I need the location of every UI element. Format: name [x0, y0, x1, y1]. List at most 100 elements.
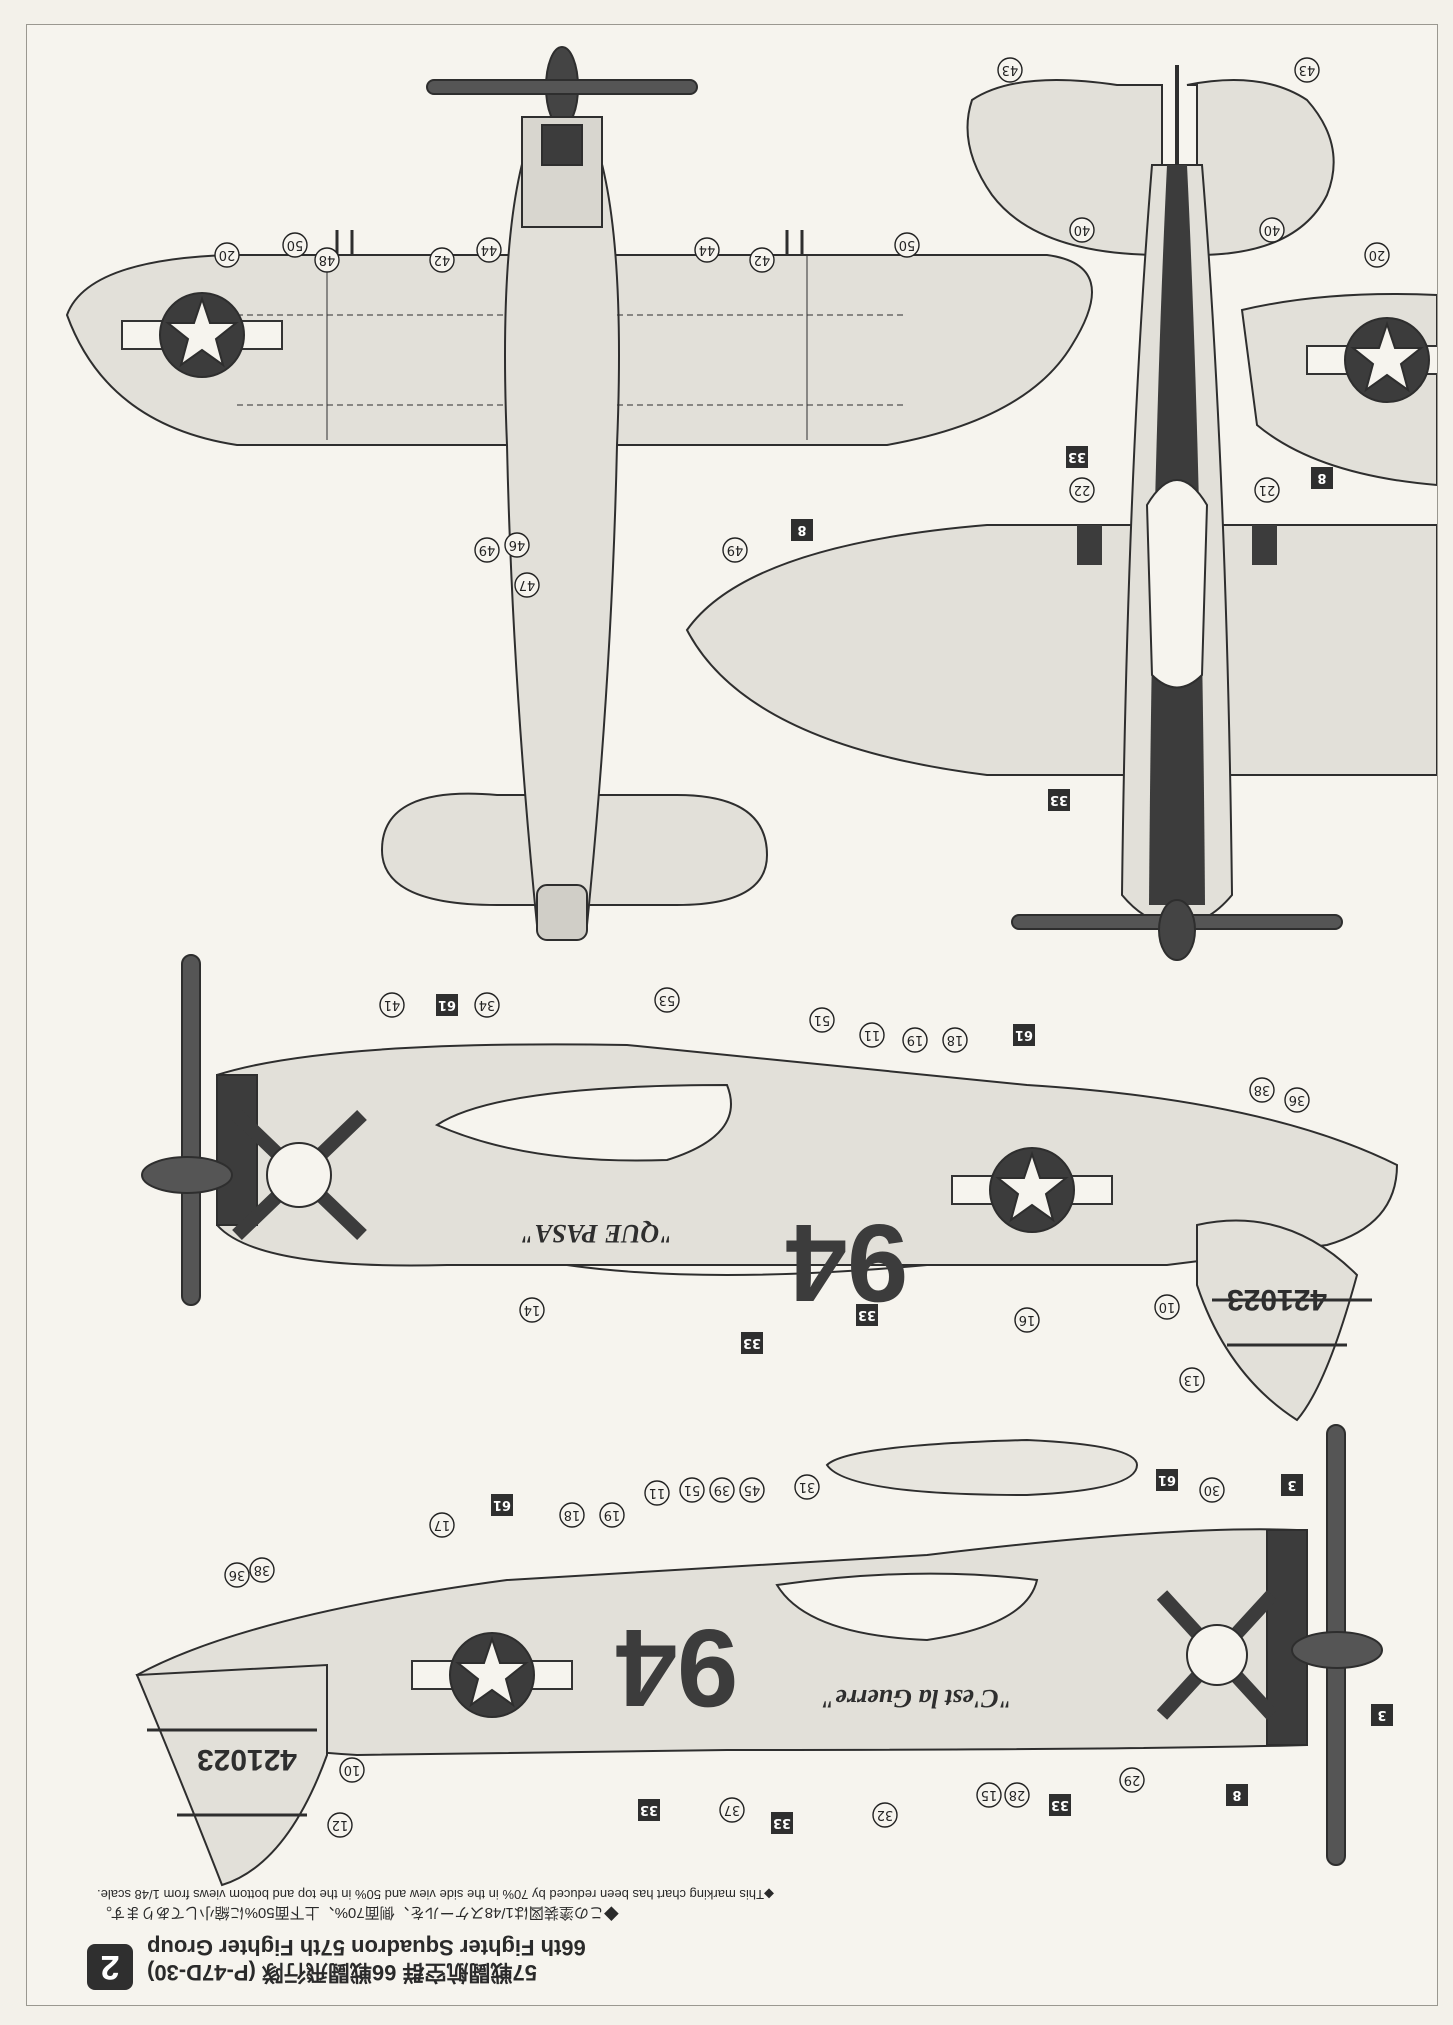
callout-43: 43 — [997, 57, 1023, 83]
callout-22: 22 — [1069, 477, 1095, 503]
callout-12: 12 — [327, 1812, 353, 1838]
scale-note-japanese: ◆この塗装図は1/48スケールを、側面70%、上下面50%に縮小してあります。 — [97, 1904, 619, 1921]
callout-42: 42 — [429, 247, 455, 273]
callout-3: 3 — [1371, 1704, 1393, 1726]
svg-text:49: 49 — [727, 542, 744, 557]
callout-41: 41 — [379, 992, 405, 1018]
title-japanese: 57戦闘航空群 66戦闘飛行隊 (P-47D-30) — [147, 1960, 537, 1985]
svg-text:51: 51 — [814, 1012, 831, 1027]
svg-text:30: 30 — [1204, 1482, 1221, 1497]
callout-18: 18 — [942, 1027, 968, 1053]
svg-text:20: 20 — [219, 247, 236, 262]
callout-40: 40 — [1069, 217, 1095, 243]
callout-61: 61 — [1156, 1469, 1178, 1491]
callout-10: 10 — [1154, 1294, 1180, 1320]
starboard-side-view — [135, 1424, 1383, 1887]
callout-8: 8 — [1311, 467, 1333, 489]
svg-text:21: 21 — [1259, 482, 1276, 497]
plate-number: 2 — [87, 1944, 133, 1990]
svg-text:61: 61 — [1015, 1027, 1033, 1042]
callout-61: 61 — [491, 1494, 513, 1516]
svg-text:14: 14 — [524, 1302, 541, 1317]
title-english: 66th Fighter Squadron 57th Fighter Group — [147, 1935, 586, 1960]
svg-text:11: 11 — [649, 1485, 666, 1500]
svg-text:33: 33 — [773, 1815, 791, 1830]
svg-text:12: 12 — [332, 1817, 349, 1832]
callout-33: 33 — [1066, 446, 1088, 468]
svg-text:33: 33 — [743, 1335, 761, 1350]
callout-36: 36 — [1284, 1087, 1310, 1113]
callout-19: 19 — [902, 1027, 928, 1053]
callout-49: 49 — [722, 537, 748, 563]
callout-34: 34 — [474, 992, 500, 1018]
svg-text:50: 50 — [287, 237, 304, 252]
callout-14: 14 — [519, 1297, 545, 1323]
port-nose-art: "QUE PASA" — [520, 1219, 673, 1248]
svg-text:10: 10 — [1159, 1299, 1176, 1314]
callout-8: 8 — [791, 519, 813, 541]
svg-text:44: 44 — [699, 242, 716, 257]
port-code: 94 — [786, 1201, 908, 1324]
callout-48: 48 — [314, 247, 340, 273]
svg-text:48: 48 — [319, 252, 336, 267]
svg-text:36: 36 — [229, 1567, 246, 1582]
callout-50: 50 — [894, 232, 920, 258]
port-serial: 421023 — [1227, 1283, 1327, 1316]
svg-text:33: 33 — [858, 1307, 876, 1322]
callout-29: 29 — [1119, 1767, 1145, 1793]
plate-header: 2 57戦闘航空群 66戦闘飛行隊 (P-47D-30) 66th Fighte… — [87, 1880, 1407, 1990]
callout-3: 3 — [1281, 1474, 1303, 1496]
bottom-view — [685, 65, 1437, 961]
svg-text:37: 37 — [724, 1802, 741, 1817]
svg-text:15: 15 — [981, 1787, 998, 1802]
callout-38: 38 — [1249, 1077, 1275, 1103]
svg-text:18: 18 — [947, 1032, 964, 1047]
callout-39: 39 — [709, 1477, 735, 1503]
svg-text:61: 61 — [438, 997, 456, 1012]
svg-text:19: 19 — [604, 1507, 621, 1522]
svg-text:47: 47 — [519, 577, 536, 592]
callout-17: 17 — [429, 1512, 455, 1538]
callout-13: 13 — [1179, 1367, 1205, 1393]
svg-text:18: 18 — [564, 1507, 581, 1522]
svg-text:13: 13 — [1184, 1372, 1201, 1387]
svg-text:33: 33 — [1051, 1797, 1069, 1812]
callout-15: 15 — [976, 1782, 1002, 1808]
callout-31: 31 — [794, 1474, 820, 1500]
svg-text:32: 32 — [877, 1807, 894, 1822]
svg-text:31: 31 — [799, 1479, 816, 1494]
svg-text:42: 42 — [434, 252, 451, 267]
scale-note-english: ◆This marking chart has been reduced by … — [97, 1887, 774, 1902]
callout-40: 40 — [1259, 217, 1285, 243]
svg-text:8: 8 — [1317, 470, 1326, 485]
svg-text:33: 33 — [1068, 449, 1086, 464]
callout-53: 53 — [654, 987, 680, 1013]
svg-text:38: 38 — [254, 1562, 271, 1577]
svg-text:46: 46 — [509, 537, 526, 552]
callout-8: 8 — [1226, 1784, 1248, 1806]
callout-38: 38 — [249, 1557, 275, 1583]
svg-text:11: 11 — [864, 1027, 881, 1042]
svg-text:41: 41 — [384, 997, 401, 1012]
port-side-view — [141, 954, 1399, 1422]
callout-21: 21 — [1254, 477, 1280, 503]
callout-49: 49 — [474, 537, 500, 563]
svg-text:61: 61 — [493, 1497, 511, 1512]
callout-33: 33 — [638, 1799, 660, 1821]
svg-text:42: 42 — [754, 252, 771, 267]
callout-44: 44 — [694, 237, 720, 263]
callout-44: 44 — [476, 237, 502, 263]
callout-45: 45 — [739, 1477, 765, 1503]
callout-32: 32 — [872, 1802, 898, 1828]
svg-text:40: 40 — [1074, 222, 1091, 237]
callout-36: 36 — [224, 1562, 250, 1588]
svg-text:33: 33 — [640, 1802, 658, 1817]
callout-33: 33 — [1048, 789, 1070, 811]
starboard-code: 94 — [616, 1606, 738, 1729]
callout-37: 37 — [719, 1797, 745, 1823]
svg-text:3: 3 — [1377, 1707, 1386, 1722]
top-view — [65, 46, 1093, 941]
callout-33: 33 — [771, 1812, 793, 1834]
svg-text:44: 44 — [481, 242, 498, 257]
svg-text:49: 49 — [479, 542, 496, 557]
